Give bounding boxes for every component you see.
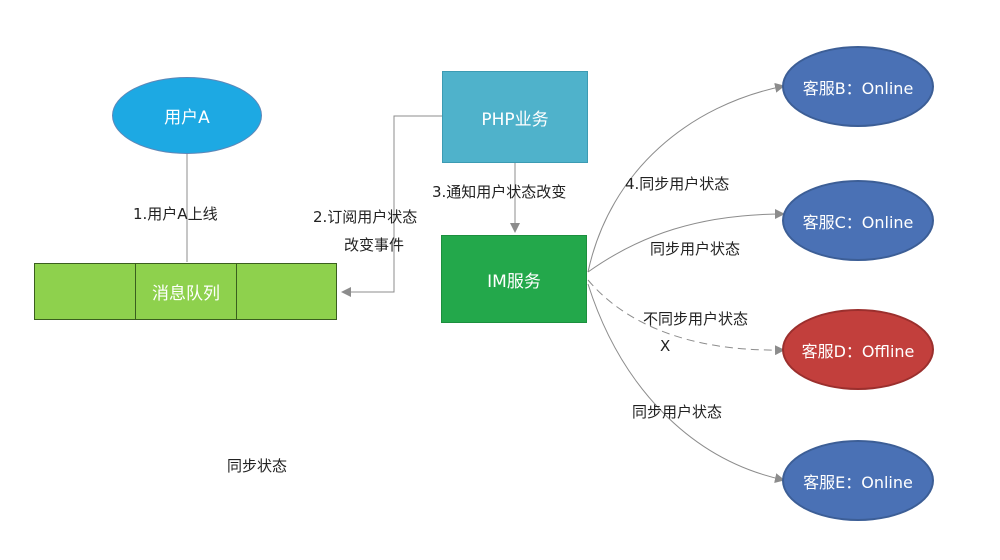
edge-label-step2-line1: 2.订阅用户状态: [313, 208, 418, 226]
agent-e-label: 客服E：Online: [803, 472, 913, 492]
diagram-caption: 同步状态: [227, 457, 288, 475]
edge-label-no-sync-d: 不同步用户状态: [643, 310, 749, 328]
agent-b-node: 客服B：Online: [782, 46, 934, 127]
im-service-node: IM服务: [441, 235, 587, 323]
edge-label-sync-e: 同步用户状态: [632, 403, 723, 421]
php-service-node: PHP业务: [442, 71, 588, 163]
edge-im-to-agent-e: [587, 283, 785, 484]
edge-label-step1: 1.用户A上线: [133, 205, 218, 223]
blocked-mark: X: [660, 337, 671, 355]
edge-label-step3: 3.通知用户状态改变: [432, 183, 567, 201]
edge-php-to-queue: [341, 115, 442, 297]
message-queue-node: 消息队列: [34, 263, 337, 320]
message-queue-label: 消息队列: [152, 284, 220, 304]
edge-im-to-agent-d: [587, 279, 785, 356]
edge-label-sync-c: 同步用户状态: [650, 240, 741, 258]
edge-label-step2-line2: 改变事件: [344, 236, 405, 254]
queue-cell: [35, 264, 136, 319]
im-service-label: IM服务: [487, 271, 541, 292]
agent-c-label: 客服C：Online: [802, 212, 914, 232]
edge-im-to-agent-c: [587, 209, 785, 273]
agent-d-node: 客服D：Offline: [782, 309, 934, 390]
agent-c-node: 客服C：Online: [782, 180, 934, 261]
user-a-node: 用户A: [112, 77, 262, 154]
php-service-label: PHP业务: [481, 109, 549, 130]
agent-b-label: 客服B：Online: [802, 78, 914, 98]
agent-e-node: 客服E：Online: [782, 440, 934, 521]
queue-cell: [237, 264, 336, 319]
queue-cell: 消息队列: [136, 264, 237, 319]
edge-im-to-agent-b: [587, 82, 785, 273]
agent-d-label: 客服D：Offline: [801, 341, 915, 361]
user-a-label: 用户A: [164, 108, 210, 128]
edge-label-step4: 4.同步用户状态: [625, 175, 730, 193]
